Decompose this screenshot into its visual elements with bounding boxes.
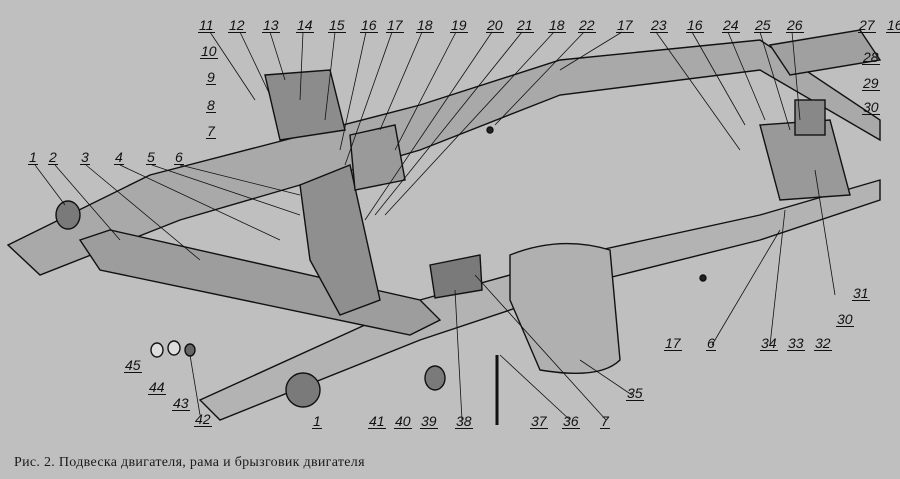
- part-label: 42: [194, 411, 212, 427]
- washer-44: [167, 340, 181, 356]
- leader-lines: [34, 31, 836, 421]
- nut-43: [184, 343, 196, 357]
- part-label: 8: [206, 97, 216, 113]
- part-label: 10: [200, 43, 218, 59]
- part-label: 33: [787, 335, 805, 351]
- part-label: 39: [420, 413, 438, 429]
- part-label: 15: [328, 17, 346, 33]
- part-label: 41: [368, 413, 386, 429]
- part-label: 27: [858, 17, 876, 33]
- part-label: 20: [486, 17, 504, 33]
- rear-engine-mount-cushion: [429, 254, 483, 299]
- front-engine-mount-cushion: [264, 69, 346, 141]
- part-label: 36: [562, 413, 580, 429]
- part-label: 17: [664, 335, 682, 351]
- part-label: 38: [455, 413, 473, 429]
- part-label: 23: [650, 17, 668, 33]
- washer-45: [150, 342, 164, 358]
- part-label: 6: [706, 335, 716, 351]
- part-label: 7: [600, 413, 610, 429]
- part-label: 19: [450, 17, 468, 33]
- front-cross-member: [78, 229, 442, 336]
- part-label: 11: [198, 17, 215, 33]
- part-label: 25: [754, 17, 772, 33]
- mount-plate: [349, 124, 406, 191]
- frame-hole: [699, 274, 707, 282]
- part-label: 44: [148, 379, 166, 395]
- engine-front-bracket: [299, 164, 381, 316]
- part-label: 18: [548, 17, 566, 33]
- part-label: 4: [114, 149, 124, 165]
- part-label: 29: [862, 75, 880, 91]
- part-label: 16: [886, 18, 900, 33]
- part-label: 28: [862, 49, 880, 65]
- part-label: 5: [146, 149, 156, 165]
- part-label: 6: [174, 149, 184, 165]
- part-label: 30: [862, 99, 880, 115]
- part-label: 26: [786, 17, 804, 33]
- frame-hole: [486, 126, 494, 134]
- part-label: 35: [626, 385, 644, 401]
- part-label: 40: [394, 413, 412, 429]
- part-label: 7: [206, 123, 216, 139]
- rail-end-bushing: [285, 372, 321, 408]
- part-label: 24: [722, 17, 740, 33]
- part-label: 17: [616, 17, 634, 33]
- top-plate: [768, 29, 882, 76]
- front-rail-bushing: [55, 200, 81, 230]
- part-label: 13: [262, 17, 280, 33]
- part-label: 3: [80, 149, 90, 165]
- part-label: 18: [416, 17, 434, 33]
- part-label: 1: [28, 149, 38, 165]
- part-label: 37: [530, 413, 548, 429]
- part-label: 21: [516, 17, 534, 33]
- engine-splash-guard: [509, 242, 621, 374]
- part-label: 12: [228, 17, 246, 33]
- part-label: 34: [760, 335, 778, 351]
- figure-caption: Рис. 2. Подвеска двигателя, рама и брызг…: [14, 455, 365, 470]
- part-label: 30: [836, 311, 854, 327]
- part-label: 1: [312, 413, 322, 429]
- part-label: 45: [124, 357, 142, 373]
- part-label: 17: [386, 17, 404, 33]
- part-label: 31: [852, 285, 870, 301]
- rubber-bushing: [424, 365, 446, 391]
- part-label: 14: [296, 17, 314, 33]
- part-label: 43: [172, 395, 190, 411]
- part-label: 16: [686, 17, 704, 33]
- part-label: 9: [206, 69, 216, 85]
- part-label: 2: [48, 149, 58, 165]
- part-label: 16: [360, 17, 378, 33]
- part-label: 22: [578, 17, 596, 33]
- part-label: 32: [814, 335, 832, 351]
